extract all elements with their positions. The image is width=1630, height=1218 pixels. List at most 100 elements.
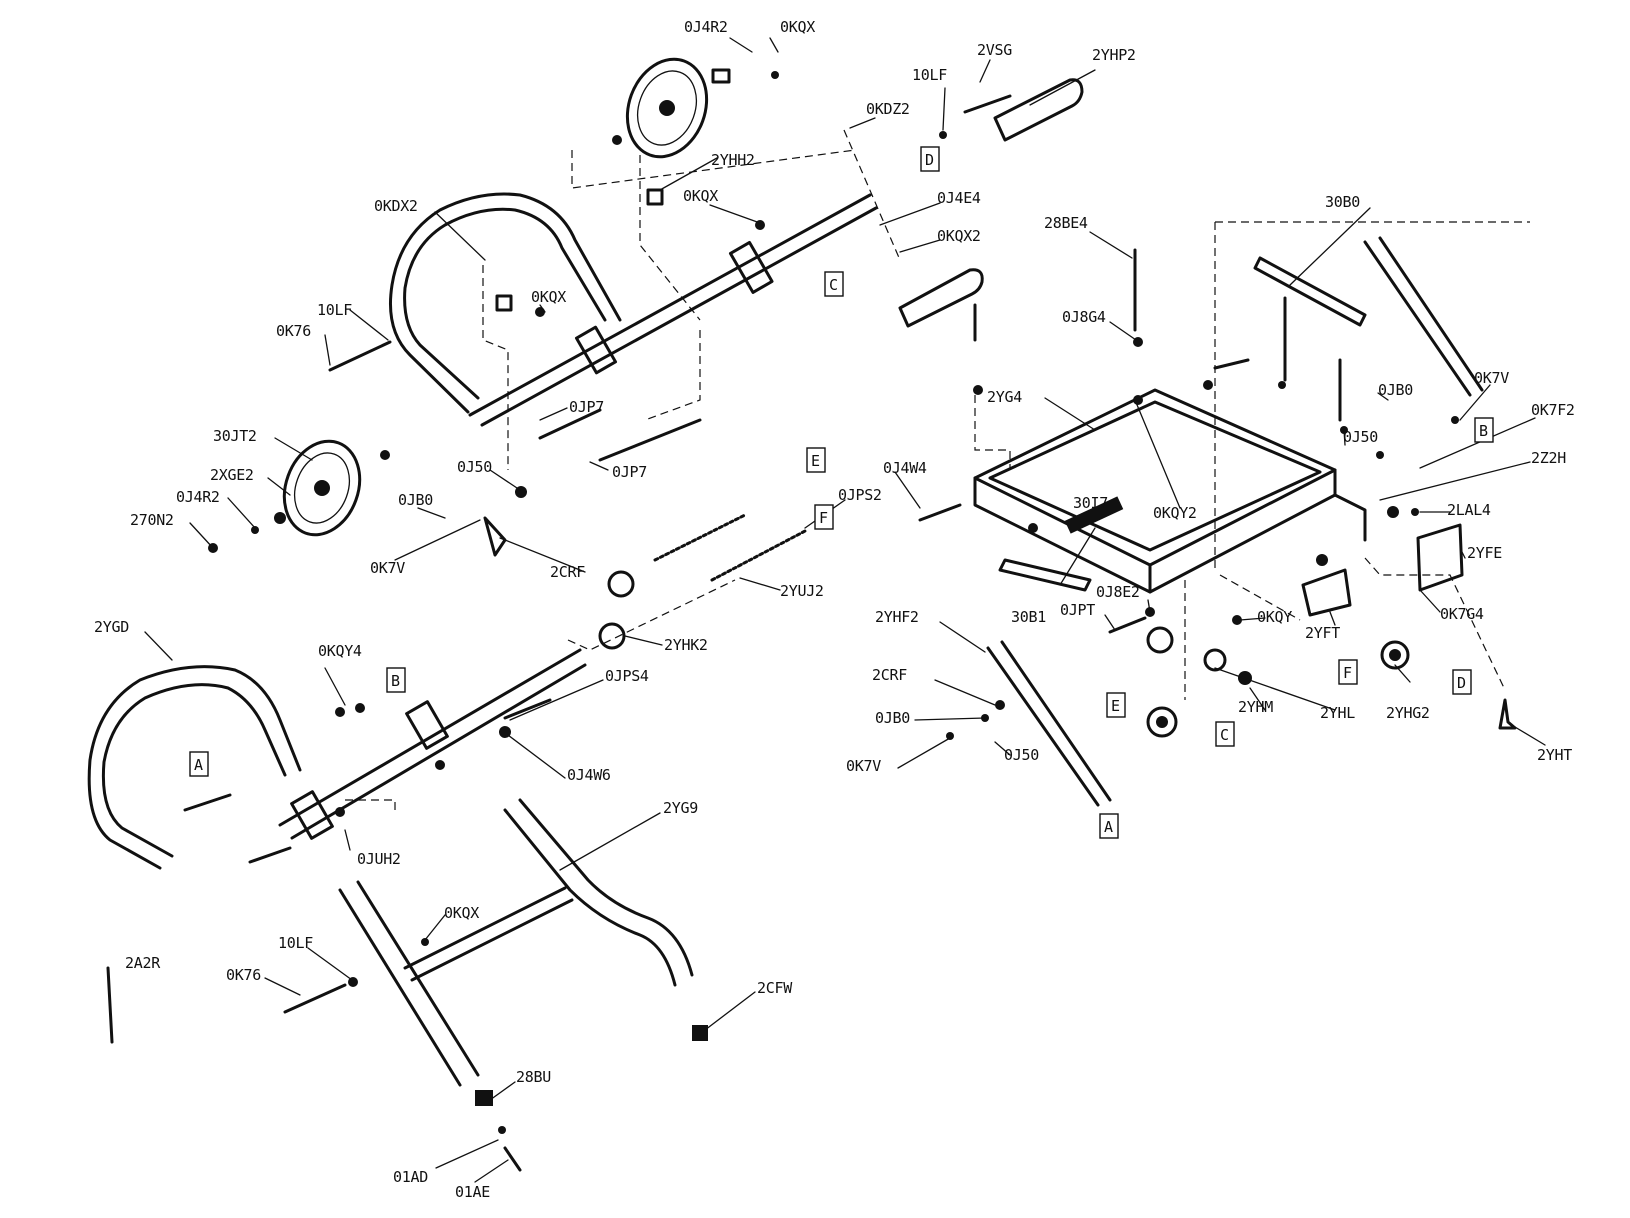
part-label: 0KQY — [1257, 608, 1292, 626]
part-label: 2YHT — [1537, 746, 1572, 764]
cover-plate — [1253, 256, 1367, 327]
svg-text:D: D — [925, 151, 934, 169]
part-label: 0J50 — [1004, 746, 1039, 764]
part-label: 0JPS2 — [838, 486, 882, 504]
lower-axle-bar — [278, 648, 582, 827]
part-label: 2YHH2 — [711, 151, 755, 169]
part-label: 0KQX — [780, 18, 815, 36]
leader-lines — [144, 37, 1546, 1183]
callout-tag-d: D — [1452, 669, 1472, 695]
part-label: 0J4R2 — [176, 488, 220, 506]
stand-brace — [986, 646, 1100, 807]
part-label: 0JP7 — [569, 398, 604, 416]
callout-tag-a: A — [189, 751, 209, 777]
axle-bar-lower — [480, 206, 878, 427]
spring-bushing — [607, 570, 635, 598]
bracket-2YFE — [1416, 523, 1464, 592]
svg-text:B: B — [391, 672, 400, 690]
handle-plate — [1064, 496, 1124, 534]
callout-tag-f: F — [1338, 659, 1358, 685]
part-label: 0JUH2 — [357, 850, 401, 868]
svg-text:C: C — [829, 276, 838, 294]
part-label: 01AD — [393, 1168, 428, 1186]
part-label: 2CFW — [757, 979, 793, 997]
wheel-bottom — [282, 439, 362, 537]
handle-grip — [898, 268, 984, 328]
axle-bar — [468, 193, 872, 417]
part-label: 0J8E2 — [1096, 583, 1140, 601]
part-label: 0J4W6 — [567, 766, 611, 784]
spring-bushing — [598, 622, 626, 650]
part-label: 2CRF — [872, 666, 907, 684]
part-label: 2YFE — [1467, 544, 1502, 562]
part-label: 10LF — [278, 934, 313, 952]
callout-tag-d: D — [920, 146, 940, 172]
callout-tag-c: C — [824, 271, 844, 297]
part-label: 2A2R — [125, 954, 161, 972]
svg-text:A: A — [1104, 818, 1113, 836]
stand-frame-assembly — [918, 221, 1530, 807]
part-label: 30B1 — [1011, 608, 1046, 626]
part-label: 0JPT — [1060, 601, 1095, 619]
lower-handle-frame — [87, 665, 302, 870]
knob — [1146, 706, 1178, 738]
part-label: 01AE — [455, 1183, 490, 1201]
part-label: 2YUJ2 — [780, 582, 824, 600]
part-label: 2YHL — [1320, 704, 1355, 722]
wheel-top — [625, 57, 709, 159]
handle-frame — [388, 192, 622, 414]
part-label: 2YGD — [94, 618, 129, 636]
part-label: 0K76 — [226, 966, 261, 984]
callout-tag-b: B — [386, 667, 406, 693]
part-label: 28BU — [516, 1068, 551, 1086]
part-labels: 0J4R2 0KQX 2VSG 2YHP2 10LF 0KDZ2 2YHH2 0… — [94, 18, 1575, 1201]
part-label: 28BE4 — [1044, 214, 1088, 232]
spring — [653, 513, 747, 562]
part-label: 0K7G4 — [1440, 605, 1484, 623]
part-label: 0K7V — [370, 559, 405, 577]
callout-tag-e: E — [1106, 692, 1126, 718]
part-label: 0JB0 — [875, 709, 910, 727]
part-label: 0K7F2 — [1531, 401, 1575, 419]
handle-grip — [993, 78, 1084, 142]
part-label: 30JT2 — [213, 427, 257, 445]
leg-crossbar — [403, 886, 567, 970]
part-label: 2LAL4 — [1447, 501, 1491, 519]
part-label: 2VSG — [977, 41, 1012, 59]
callout-tag-f: F — [814, 504, 834, 530]
callout-tags: D C E F B A B F D E C A — [189, 146, 1494, 839]
handle-frame-inner — [403, 207, 607, 400]
svg-text:C: C — [1220, 726, 1229, 744]
part-label: 0K76 — [276, 322, 311, 340]
part-label: 2YHM — [1238, 698, 1273, 716]
part-label: 2YHP2 — [1092, 46, 1136, 64]
part-label: 0KDZ2 — [866, 100, 910, 118]
part-label: 30I7 — [1073, 494, 1108, 512]
part-label: 2CRF — [550, 563, 585, 581]
part-label: 2YHK2 — [664, 636, 708, 654]
part-label: 2YFT — [1305, 624, 1340, 642]
callout-tag-e: E — [806, 447, 826, 473]
front-leg — [338, 888, 462, 1087]
part-label: 2Z2H — [1531, 449, 1566, 467]
rear-leg — [503, 808, 677, 987]
part-label: 0J50 — [1343, 428, 1378, 446]
lower-handle-assembly — [87, 648, 708, 1172]
stand-frame — [973, 388, 1337, 567]
part-label: 2YHF2 — [875, 608, 919, 626]
svg-text:F: F — [819, 509, 828, 527]
part-label: 0KQY2 — [1153, 504, 1197, 522]
svg-text:D: D — [1457, 674, 1466, 692]
part-label: 0JB0 — [1378, 381, 1413, 399]
part-label: 0J4R2 — [684, 18, 728, 36]
part-label: 0J4E4 — [937, 189, 981, 207]
part-label: 0KQX — [531, 288, 566, 306]
part-label: 270N2 — [130, 511, 174, 529]
callout-tag-a: A — [1099, 813, 1119, 839]
part-label: 30B0 — [1325, 193, 1360, 211]
part-label: 0KQX — [683, 187, 718, 205]
part-label: 0JP7 — [612, 463, 647, 481]
wheel-handle-assembly — [208, 57, 1084, 557]
part-label: 2YG9 — [663, 799, 698, 817]
axle-bracket — [728, 240, 774, 294]
